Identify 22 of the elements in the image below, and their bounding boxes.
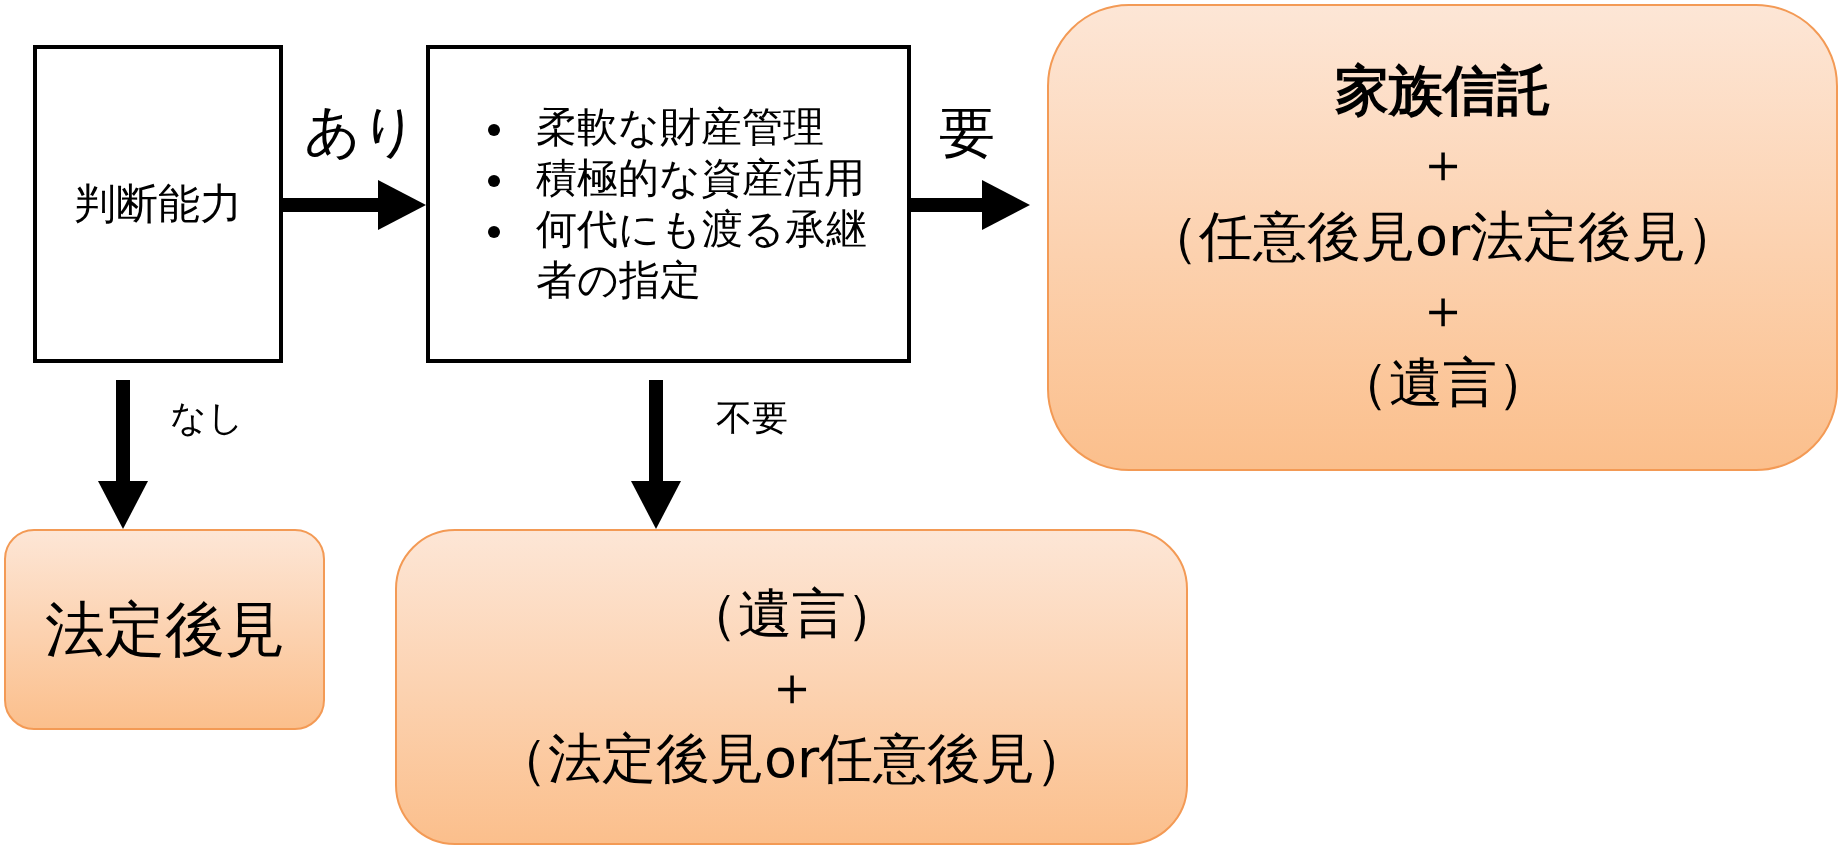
bullet-item: 何代にも渡る承継者の指定: [466, 204, 871, 307]
box-text: 判断能力: [74, 177, 242, 230]
arrow: [283, 180, 426, 230]
result-box: [4, 529, 325, 730]
box-text: （遺言）: [683, 580, 900, 647]
box-text: ＋: [764, 653, 819, 720]
arrow: [98, 380, 148, 529]
bullet-item: 柔軟な財産管理: [466, 101, 871, 153]
box-text: （任意後見or法定後見）: [1144, 204, 1741, 271]
box-text: （法定後見or任意後見）: [493, 726, 1090, 793]
result-box: [1047, 4, 1838, 471]
result-box: [395, 529, 1188, 845]
arrow: [631, 380, 681, 529]
box-text: 法定後見: [44, 593, 285, 666]
box-heading: 家族信託: [1334, 58, 1551, 125]
box-text: （遺言）: [1334, 349, 1551, 416]
arrow: [911, 180, 1030, 230]
box-text: ＋: [1415, 276, 1470, 343]
bullet-item: 積極的な資産活用: [466, 152, 871, 204]
box-text: ＋: [1415, 131, 1470, 198]
bullet-box: [426, 45, 911, 363]
process-box: [33, 45, 283, 363]
